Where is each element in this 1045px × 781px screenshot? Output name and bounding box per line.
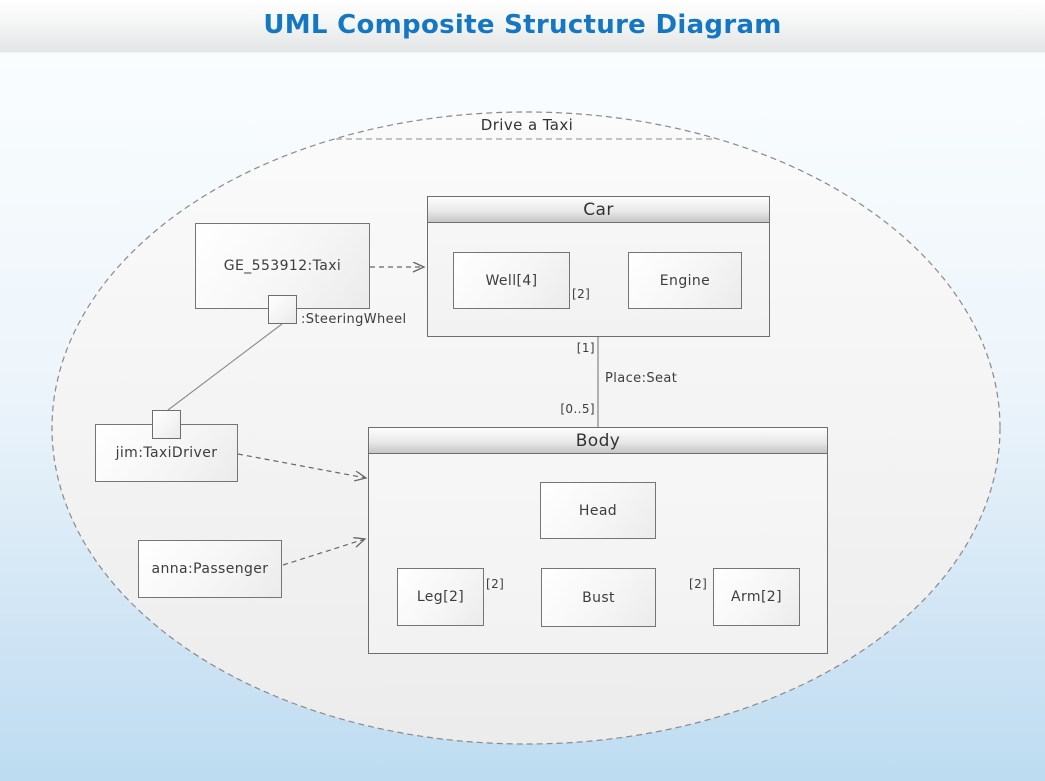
driver-port xyxy=(152,410,181,439)
node-taxi-label: GE_553912:Taxi xyxy=(223,258,342,274)
seat-upper-multiplicity: [1] xyxy=(576,341,595,355)
node-taxi: GE_553912:Taxi xyxy=(195,223,370,309)
part-engine-label: Engine xyxy=(659,272,711,289)
seat-lower-multiplicity: [0..5] xyxy=(560,402,595,416)
compartment-car-header: Car xyxy=(428,197,769,223)
well-engine-multiplicity: [2] xyxy=(572,287,591,301)
compartment-car-title: Car xyxy=(583,199,614,220)
seat-role-label: Place:Seat xyxy=(605,371,678,386)
steeringwheel-port-label: :SteeringWheel xyxy=(301,312,407,327)
node-passenger-label: anna:Passenger xyxy=(151,561,269,577)
part-bust: Bust xyxy=(541,568,656,627)
node-passenger: anna:Passenger xyxy=(138,540,282,598)
compartment-body-title: Body xyxy=(575,430,621,451)
node-driver-label: jim:TaxiDriver xyxy=(115,445,218,461)
part-bust-label: Bust xyxy=(582,589,615,606)
part-arm-label: Arm[2] xyxy=(731,589,782,605)
steeringwheel-port xyxy=(268,295,297,324)
part-well: Well[4] xyxy=(453,252,570,309)
part-head: Head xyxy=(540,482,656,539)
node-driver: jim:TaxiDriver xyxy=(95,424,238,482)
bust-arm-multiplicity: [2] xyxy=(689,577,708,591)
part-engine: Engine xyxy=(628,252,742,309)
driver-body-arrow xyxy=(237,453,366,478)
part-leg-label: Leg[2] xyxy=(416,589,465,605)
part-leg: Leg[2] xyxy=(397,568,484,626)
compartment-body-header: Body xyxy=(369,428,827,454)
part-head-label: Head xyxy=(578,502,618,519)
leg-bust-multiplicity: [2] xyxy=(486,577,505,591)
part-arm: Arm[2] xyxy=(713,568,800,626)
part-well-label: Well[4] xyxy=(485,272,538,289)
steeringwheel-driver-line xyxy=(167,323,283,411)
title-bar: UML Composite Structure Diagram xyxy=(0,0,1045,53)
collaboration-name: Drive a Taxi xyxy=(480,116,574,134)
page-title: UML Composite Structure Diagram xyxy=(263,10,782,40)
